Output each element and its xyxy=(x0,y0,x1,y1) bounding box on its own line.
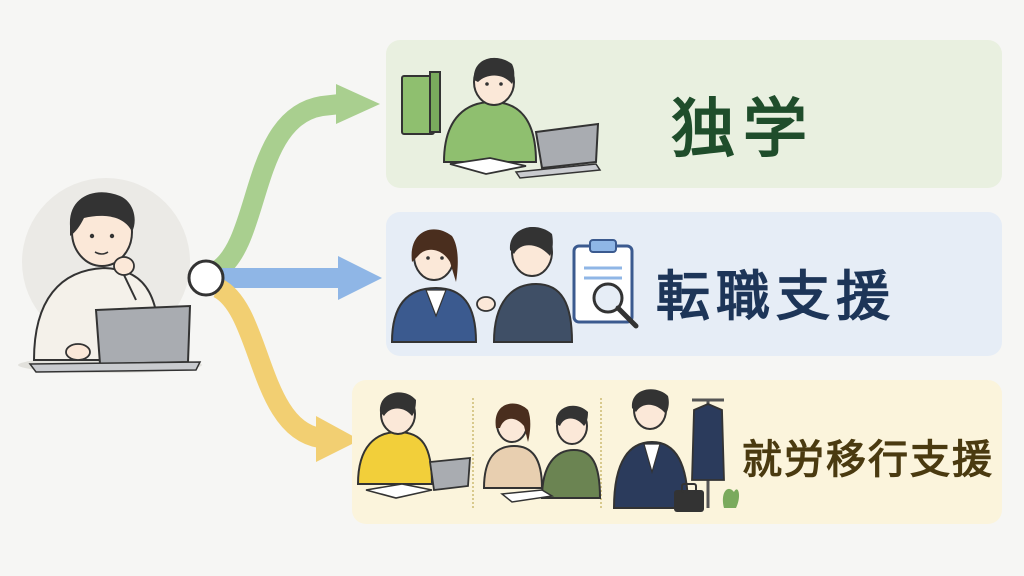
book-icon xyxy=(401,71,441,135)
panel-divider xyxy=(472,398,474,508)
option-label: 就労移行支援 xyxy=(742,437,994,483)
job-change-illustration xyxy=(390,227,639,343)
arrow-to-self-study xyxy=(211,84,380,279)
option-label: 独学 xyxy=(671,93,815,167)
option-card-self-study: 独学 xyxy=(386,40,1002,188)
arrow-to-employment xyxy=(212,279,360,462)
option-card-employment: 就労移行支援 xyxy=(352,380,1002,524)
self-study-illustration xyxy=(401,57,602,179)
branch-node-icon xyxy=(187,259,225,297)
option-card-job-change: 転職支援 xyxy=(386,212,1002,356)
briefcase-icon xyxy=(674,483,704,512)
arrow-to-job-change xyxy=(222,256,382,300)
panel-divider xyxy=(600,398,602,508)
clipboard-magnifier-icon xyxy=(572,239,639,329)
employment-illustration xyxy=(356,389,740,512)
suit-on-rack-icon xyxy=(691,398,725,508)
person-at-laptop-icon xyxy=(18,178,202,373)
option-label: 転職支援 xyxy=(656,265,896,328)
